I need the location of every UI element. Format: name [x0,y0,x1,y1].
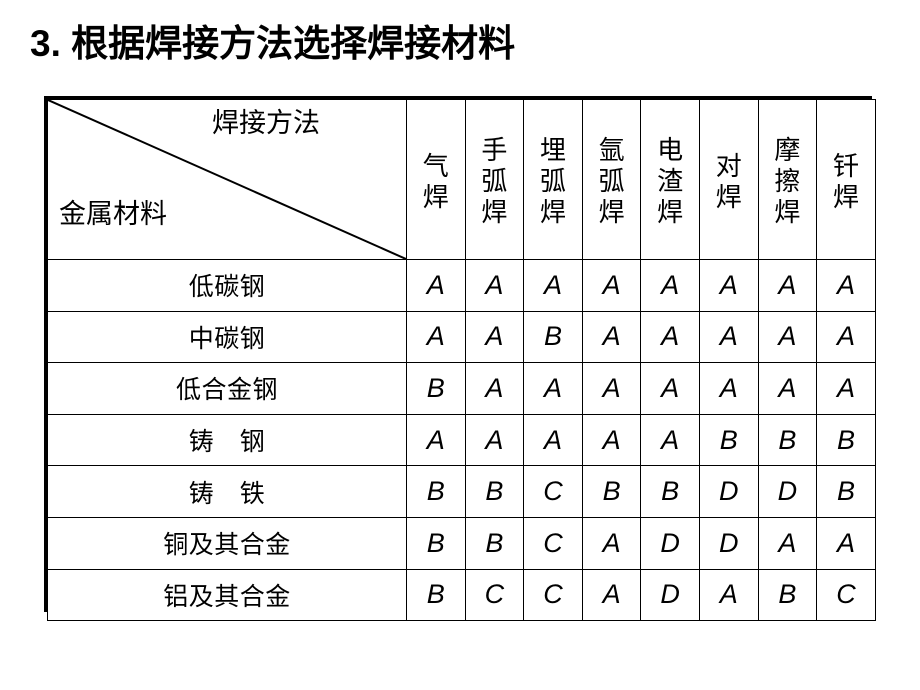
column-header-butt-welding: 对焊 [698,99,759,260]
table-cell: A [523,259,583,312]
table-cell: C [523,568,583,622]
table-cell: D [698,516,759,570]
corner-header-cell: 焊接方法 金属材料 [47,99,407,260]
table-cell: C [523,516,583,570]
row-label: 铝及其合金 [47,568,407,622]
table-cell: C [523,465,583,518]
table-cell: A [816,259,876,312]
table-cell: B [406,516,466,570]
table-cell: A [464,310,525,364]
table-cell: A [816,362,876,415]
table: 焊接方法 金属材料 气焊 手弧焊 埋弧焊 氩弧焊 电渣焊 [47,99,876,622]
table-cell: A [581,568,642,622]
page-title: 3. 根据焊接方法选择焊接材料 [30,23,516,64]
table-cell: D [698,465,759,518]
table-cell: A [523,413,583,467]
table-cell: A [640,362,700,415]
table-cell: A [816,516,876,570]
table-cell: A [406,310,466,364]
row-label: 低合金钢 [47,362,407,415]
row-label: 铸 铁 [47,465,407,518]
column-header-label: 钎焊 [832,151,859,212]
column-header-brazing: 钎焊 [816,99,876,260]
column-header-label: 对焊 [715,151,742,212]
column-header-label: 埋弧焊 [539,136,566,227]
column-header-label: 氩弧焊 [598,136,625,227]
column-header-gas-welding: 气焊 [406,99,466,260]
table-cell: C [816,568,876,622]
table-cell: A [464,362,525,415]
table-cell: A [757,310,818,364]
column-header-argon-arc-welding: 氩弧焊 [581,99,642,260]
table-row: 铝及其合金 B C C A D A B C [47,568,876,622]
table-cell: A [581,310,642,364]
table-cell: B [464,516,525,570]
table-cell: A [464,413,525,467]
table-cell: A [523,362,583,415]
table-cell: A [406,413,466,467]
table-cell: A [406,259,466,312]
table-cell: B [816,413,876,467]
corner-header-metal-material-label: 金属材料 [59,199,167,229]
table-cell: D [640,516,700,570]
table-row: 铜及其合金 B B C A D D A A [47,516,876,570]
table-cell: A [640,259,700,312]
table-cell: A [581,259,642,312]
column-header-manual-arc-welding: 手弧焊 [464,99,525,260]
column-header-label: 气焊 [422,151,449,212]
welding-material-table: 焊接方法 金属材料 气焊 手弧焊 埋弧焊 氩弧焊 电渣焊 [44,96,876,622]
table-cell: A [698,259,759,312]
column-header-submerged-arc-welding: 埋弧焊 [523,99,583,260]
table-cell: A [581,413,642,467]
column-header-friction-welding: 摩擦焊 [757,99,818,260]
row-label: 低碳钢 [47,259,407,312]
table-cell: A [757,259,818,312]
corner-header-welding-method-label: 焊接方法 [212,108,320,138]
row-label: 铸 钢 [47,413,407,467]
table-cell: B [464,465,525,518]
table-cell: D [757,465,818,518]
table-header-row: 焊接方法 金属材料 气焊 手弧焊 埋弧焊 氩弧焊 电渣焊 [47,99,876,260]
table-cell: B [698,413,759,467]
table-cell: A [581,362,642,415]
table-row: 铸 铁 B B C B B D D B [47,465,876,518]
row-label: 铜及其合金 [47,516,407,570]
table-cell: A [816,310,876,364]
column-header-label: 摩擦焊 [774,136,801,227]
table-cell: A [698,568,759,622]
table-cell: A [698,310,759,364]
table-cell: A [757,362,818,415]
table-row: 低合金钢 B A A A A A A A [47,362,876,415]
table-cell: B [406,362,466,415]
table-cell: A [698,362,759,415]
table-cell: B [816,465,876,518]
column-header-label: 手弧焊 [481,136,508,227]
table-cell: A [640,413,700,467]
table-cell: B [640,465,700,518]
column-header-electroslag-welding: 电渣焊 [640,99,700,260]
table-cell: A [464,259,525,312]
table-cell: B [406,568,466,622]
row-label: 中碳钢 [47,310,407,364]
table-cell: B [757,568,818,622]
table-cell: B [523,310,583,364]
table-cell: A [757,516,818,570]
table-row: 铸 钢 A A A A A B B B [47,413,876,467]
table-cell: B [406,465,466,518]
table-cell: A [640,310,700,364]
table-cell: B [581,465,642,518]
table-cell: A [581,516,642,570]
table-cell: D [640,568,700,622]
table-cell: B [757,413,818,467]
table-row: 中碳钢 A A B A A A A A [47,310,876,364]
column-header-label: 电渣焊 [657,136,684,227]
table-row: 低碳钢 A A A A A A A A [47,259,876,312]
table-cell: C [464,568,525,622]
